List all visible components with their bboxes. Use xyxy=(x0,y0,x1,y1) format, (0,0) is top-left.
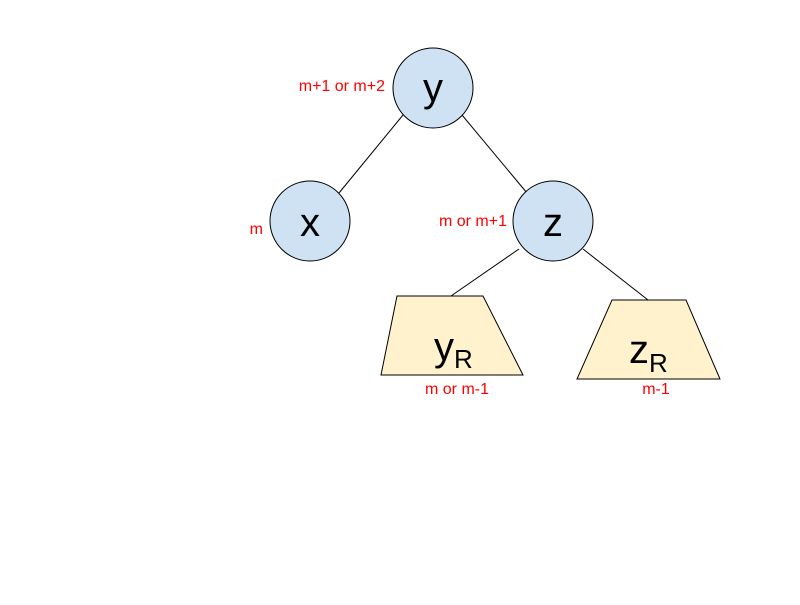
subtree-yr-main: y xyxy=(434,325,454,369)
node-z-label: z xyxy=(543,201,563,245)
node-z-height-label: m or m+1 xyxy=(439,213,507,230)
node-y xyxy=(392,47,474,129)
subtree-zr-label: zR xyxy=(629,328,668,378)
edge-y-z xyxy=(461,114,528,194)
edge-y-x xyxy=(338,114,404,194)
subtree-zr-height-label: m-1 xyxy=(642,381,670,398)
node-x-label: x xyxy=(300,201,320,245)
subtree-yr-label: yR xyxy=(434,325,473,374)
subtree-yr-height-label: m or m-1 xyxy=(425,381,489,398)
node-y-label: y xyxy=(423,66,443,110)
subtree-zr-main: z xyxy=(629,328,649,372)
subtree-yr-subscript: R xyxy=(454,344,473,374)
node-x-height-label: m xyxy=(250,221,263,238)
edge-z-yr xyxy=(450,248,520,297)
edge-z-zr xyxy=(582,248,649,301)
node-y-height-label: m+1 or m+2 xyxy=(299,78,385,95)
node-x xyxy=(269,180,351,262)
node-z xyxy=(512,180,594,262)
subtree-yr xyxy=(380,295,524,376)
subtree-zr xyxy=(576,299,721,380)
subtree-zr-subscript: R xyxy=(649,348,668,378)
